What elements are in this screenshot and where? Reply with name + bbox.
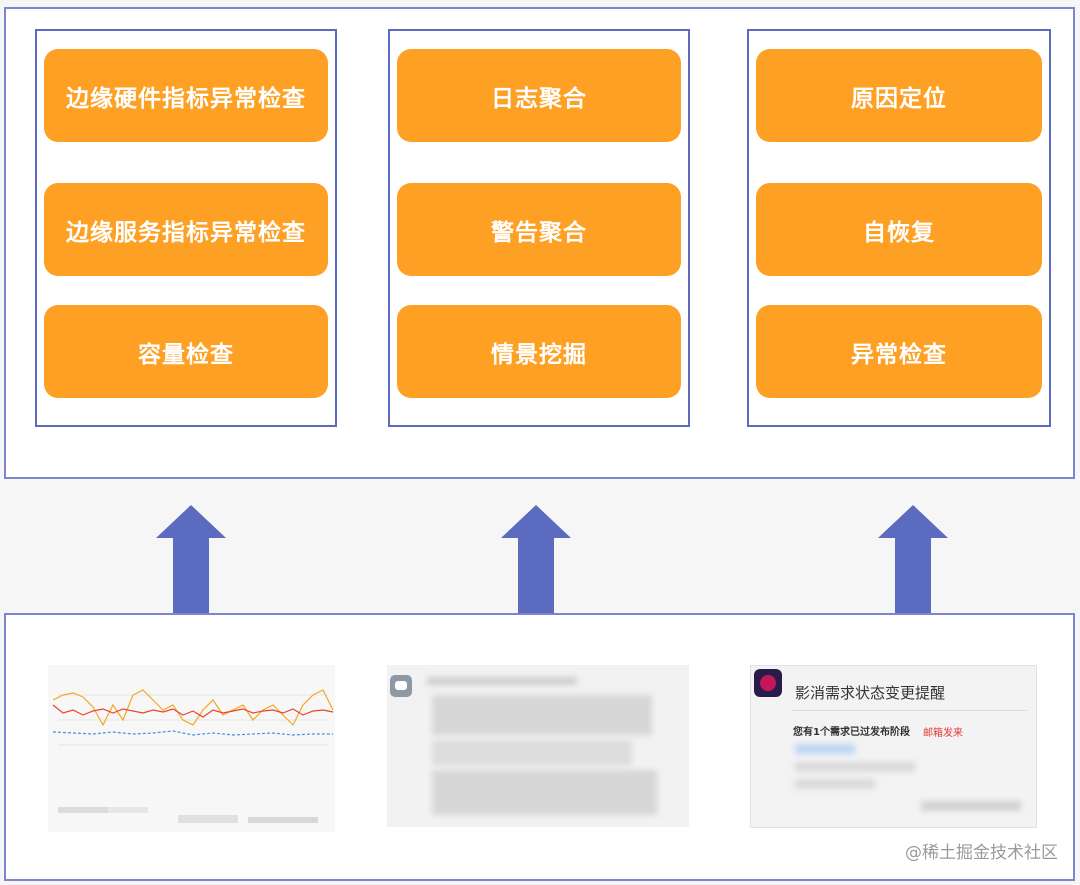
up-arrow-icon [501, 505, 571, 615]
box-capacity-check[interactable]: 容量检查 [44, 305, 328, 398]
box-alert-aggregation[interactable]: 警告聚合 [397, 183, 681, 276]
box-log-aggregation[interactable]: 日志聚合 [397, 49, 681, 142]
aggregation-group: 日志聚合 警告聚合 情景挖掘 [388, 29, 690, 427]
series-blue [52, 730, 333, 736]
notification-title: 影消需求状态变更提醒 [795, 684, 946, 702]
notification-link[interactable]: 邮箱发来 [923, 728, 963, 739]
box-scenario-mining[interactable]: 情景挖掘 [397, 305, 681, 398]
detection-group: 边缘硬件指标异常检查 边缘服务指标异常检查 容量检查 [35, 29, 337, 427]
box-hardware-check[interactable]: 边缘硬件指标异常检查 [44, 49, 328, 142]
metrics-chart [52, 689, 334, 823]
notification-body: 您有1个需求已过发布阶段 [793, 727, 910, 738]
box-anomaly-check[interactable]: 异常检查 [756, 305, 1042, 398]
watermark: @稀土掘金技术社区 [905, 843, 1058, 863]
up-arrow-icon [878, 505, 948, 615]
box-self-recovery[interactable]: 自恢复 [756, 183, 1042, 276]
app-logo [754, 669, 782, 697]
bot-avatar-icon [390, 675, 412, 697]
series-orange [52, 689, 334, 727]
up-arrow-icon [156, 505, 226, 615]
recovery-group: 原因定位 自恢复 异常检查 [747, 29, 1051, 427]
box-root-cause[interactable]: 原因定位 [756, 49, 1042, 142]
log-message-thumbnail [387, 665, 689, 827]
notification-thumbnail: 影消需求状态变更提醒 您有1个需求已过发布阶段 邮箱发来 [750, 665, 1037, 828]
box-service-check[interactable]: 边缘服务指标异常检查 [44, 183, 328, 276]
metrics-chart-thumbnail [48, 665, 335, 832]
series-red [52, 704, 334, 718]
